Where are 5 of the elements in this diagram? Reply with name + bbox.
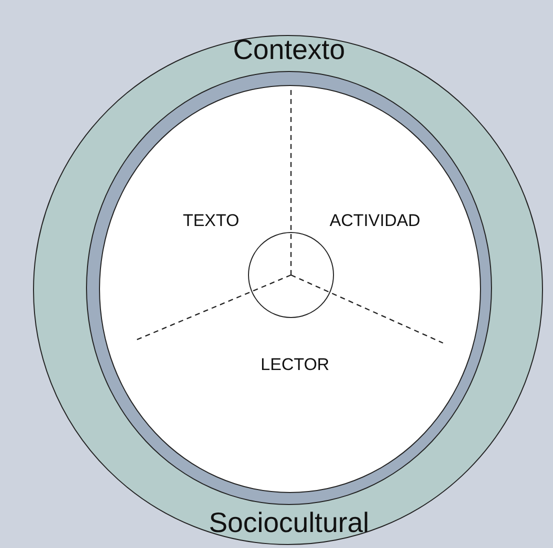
region-label: ACTIVIDAD — [330, 211, 420, 231]
region-label: Sociocultural — [208, 507, 370, 539]
region-label: Contexto — [232, 34, 346, 66]
region-label: TEXTO — [182, 211, 240, 231]
region-label: LECTOR — [260, 355, 330, 375]
